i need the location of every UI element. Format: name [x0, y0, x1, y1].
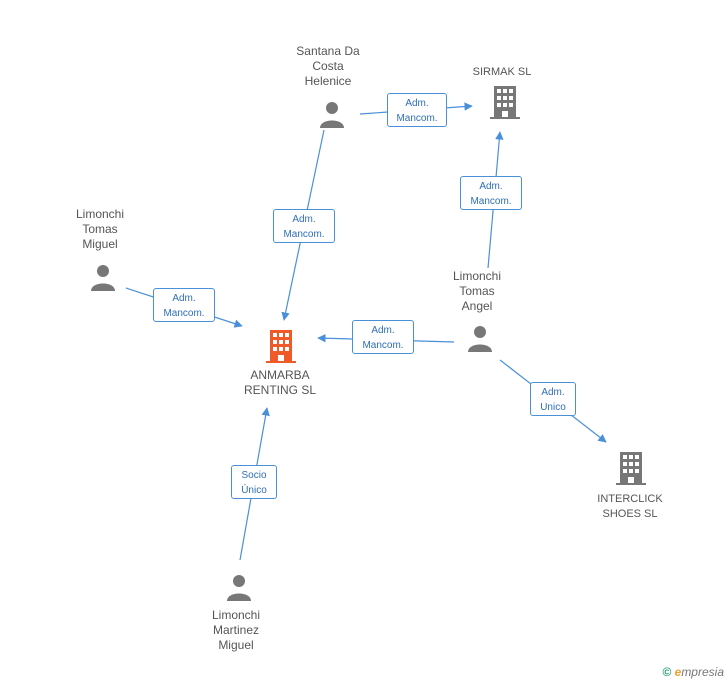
node-label-limonchi-tomas-miguel[interactable]: Limonchi Tomas Miguel [75, 207, 125, 251]
edge-label-angel-sirmak: Adm. Mancom. [460, 176, 522, 210]
edge-label-santana-anmarba: Adm. Mancom. [273, 209, 335, 243]
node-label-anmarba[interactable]: ANMARBA RENTING SL [243, 368, 316, 397]
person-icon-santana[interactable] [317, 99, 347, 129]
building-icon-sirmak[interactable] [488, 84, 522, 120]
edge-label-angel-anmarba: Adm. Mancom. [352, 320, 414, 354]
node-label-interclick[interactable]: INTERCLICK SHOES SL [597, 493, 663, 520]
person-icon-limonchi-tomas-angel[interactable] [465, 323, 495, 353]
building-icon-anmarba[interactable] [264, 328, 298, 364]
node-label-limonchi-martinez-miguel[interactable]: Limonchi Martinez Miguel [211, 608, 261, 652]
brand-rest: mpresia [681, 665, 724, 679]
person-icon-limonchi-tomas-miguel[interactable] [88, 262, 118, 292]
brand-first-letter: e [674, 665, 682, 679]
node-label-sirmak[interactable]: SIRMAK SL [472, 66, 532, 78]
node-label-santana[interactable]: Santana Da Costa Helenice [296, 44, 360, 88]
empresia-logo: © empresia [662, 665, 724, 679]
building-icon-interclick[interactable] [614, 450, 648, 486]
person-icon-limonchi-martinez-miguel[interactable] [224, 572, 254, 602]
node-label-limonchi-tomas-angel[interactable]: Limonchi Tomas Angel [452, 269, 502, 313]
edge-label-martinez-anmarba: Socio Único [231, 465, 277, 499]
edge-label-santana-sirmak: Adm. Mancom. [387, 93, 447, 127]
copyright-icon: © [662, 665, 672, 679]
edge-label-angel-interclick: Adm. Unico [530, 382, 576, 416]
edge-label-miguel-anmarba: Adm. Mancom. [153, 288, 215, 322]
